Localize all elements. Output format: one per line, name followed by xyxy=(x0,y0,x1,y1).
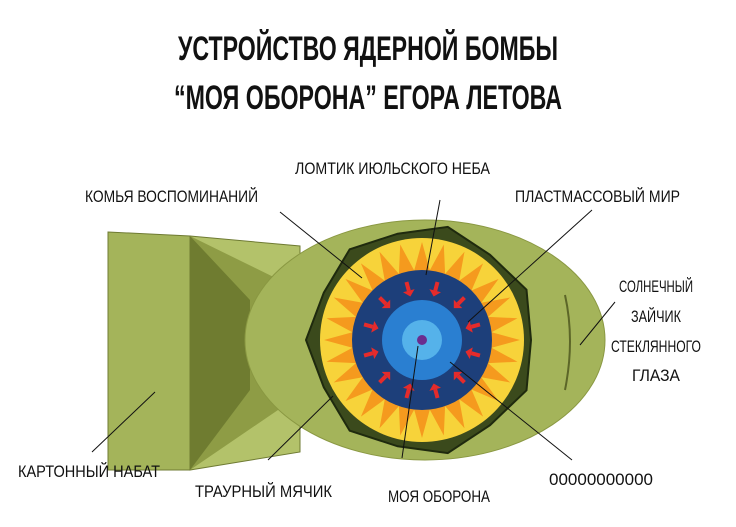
red-arrow-shaft xyxy=(433,281,440,292)
leader-line xyxy=(91,391,156,453)
label-kartonny: КАРТОННЫЙ НАБАТ xyxy=(18,462,160,481)
red-arrow-icon xyxy=(465,321,473,333)
label-plastmass: ПЛАСТМАССОВЫЙ МИР xyxy=(515,187,680,206)
red-arrow-shaft xyxy=(363,351,374,358)
nose-line xyxy=(564,294,571,391)
leader-line xyxy=(401,345,419,459)
label-solnechny-4: ГЛАЗА xyxy=(632,366,681,385)
red-arrow-shaft xyxy=(456,296,466,306)
red-arrow-icon xyxy=(371,321,379,333)
leader-line xyxy=(425,199,441,276)
red-arrow-shaft xyxy=(404,281,411,292)
label-solnechny-1: СОЛНЕЧНЫЙ xyxy=(619,277,693,296)
red-arrow-shaft xyxy=(363,322,374,329)
label-moya: МОЯ ОБОРОНА xyxy=(388,487,491,506)
leader-line xyxy=(279,211,363,279)
red-arrow-icon xyxy=(465,347,473,359)
leader-lines xyxy=(91,199,616,461)
label-traurny: ТРАУРНЫЙ МЯЧИК xyxy=(195,482,332,501)
label-solnechny-3: СТЕКЛЯННОГО xyxy=(611,337,701,356)
red-arrow-icon xyxy=(429,289,441,297)
red-arrow-shaft xyxy=(378,374,388,384)
leader-line xyxy=(467,209,593,323)
label-komya: КОМЬЯ ВОСПОМИНАНИЙ xyxy=(85,187,258,206)
red-arrow-shaft xyxy=(456,374,466,384)
leader-line xyxy=(449,361,573,461)
red-arrow-shaft xyxy=(404,388,411,399)
red-arrow-shaft xyxy=(470,351,481,358)
core-dot xyxy=(417,335,427,345)
leader-line xyxy=(579,301,616,346)
title-line-2: “МОЯ ОБОРОНА” ЕГОРА ЛЕТОВА xyxy=(174,79,562,117)
red-arrow-icon xyxy=(371,347,379,359)
label-solnechny-2: ЗАЙЧИК xyxy=(631,307,681,326)
red-arrow-shaft xyxy=(433,388,440,399)
red-arrow-icon xyxy=(429,383,441,391)
leader-line xyxy=(267,395,334,461)
red-arrow-shaft xyxy=(470,322,481,329)
title-line-1: УСТРОЙСТВО ЯДЕРНОЙ БОМБЫ xyxy=(178,29,558,68)
label-lomtik: ЛОМТИК ИЮЛЬСКОГО НЕБА xyxy=(295,159,491,178)
red-arrow-icon xyxy=(403,289,415,297)
red-arrow-shaft xyxy=(378,296,388,306)
bomb-core xyxy=(304,225,533,455)
label-zeros: 00000000000 xyxy=(549,470,653,489)
